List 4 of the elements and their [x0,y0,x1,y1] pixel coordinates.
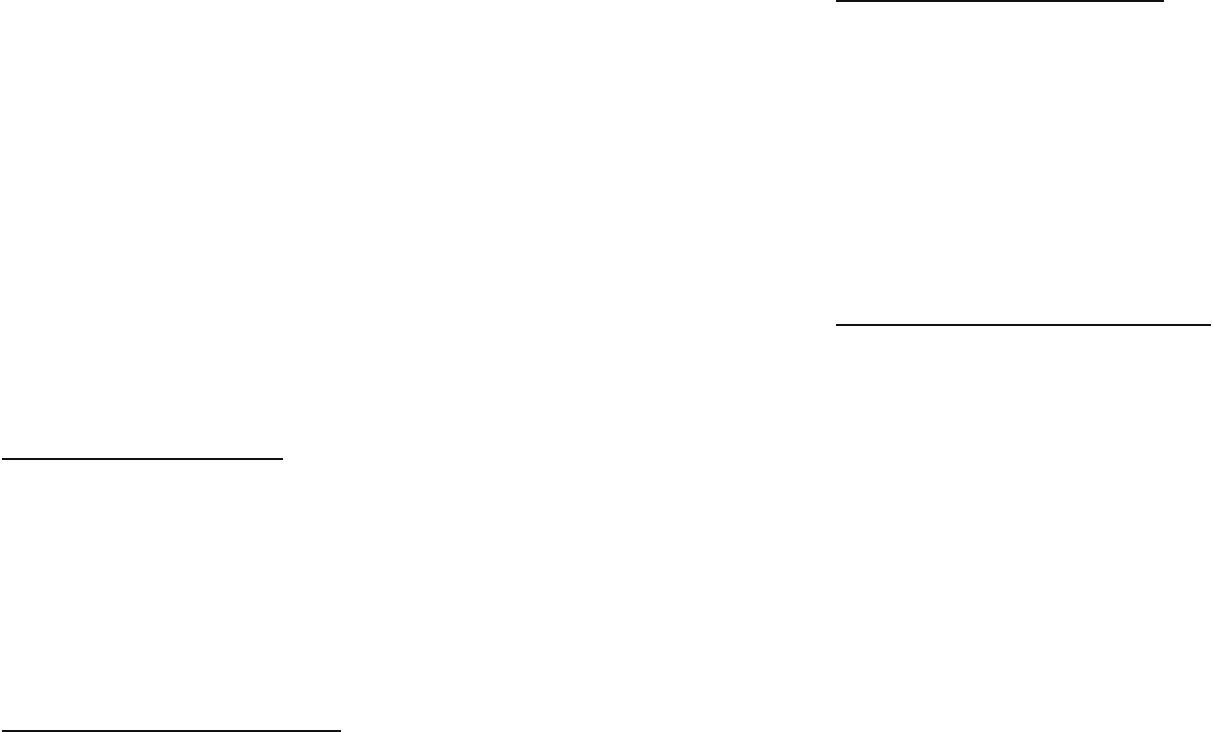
horizontal-line [836,324,1211,326]
horizontal-line [836,0,1164,2]
horizontal-line [2,458,283,460]
horizontal-line [2,730,341,732]
